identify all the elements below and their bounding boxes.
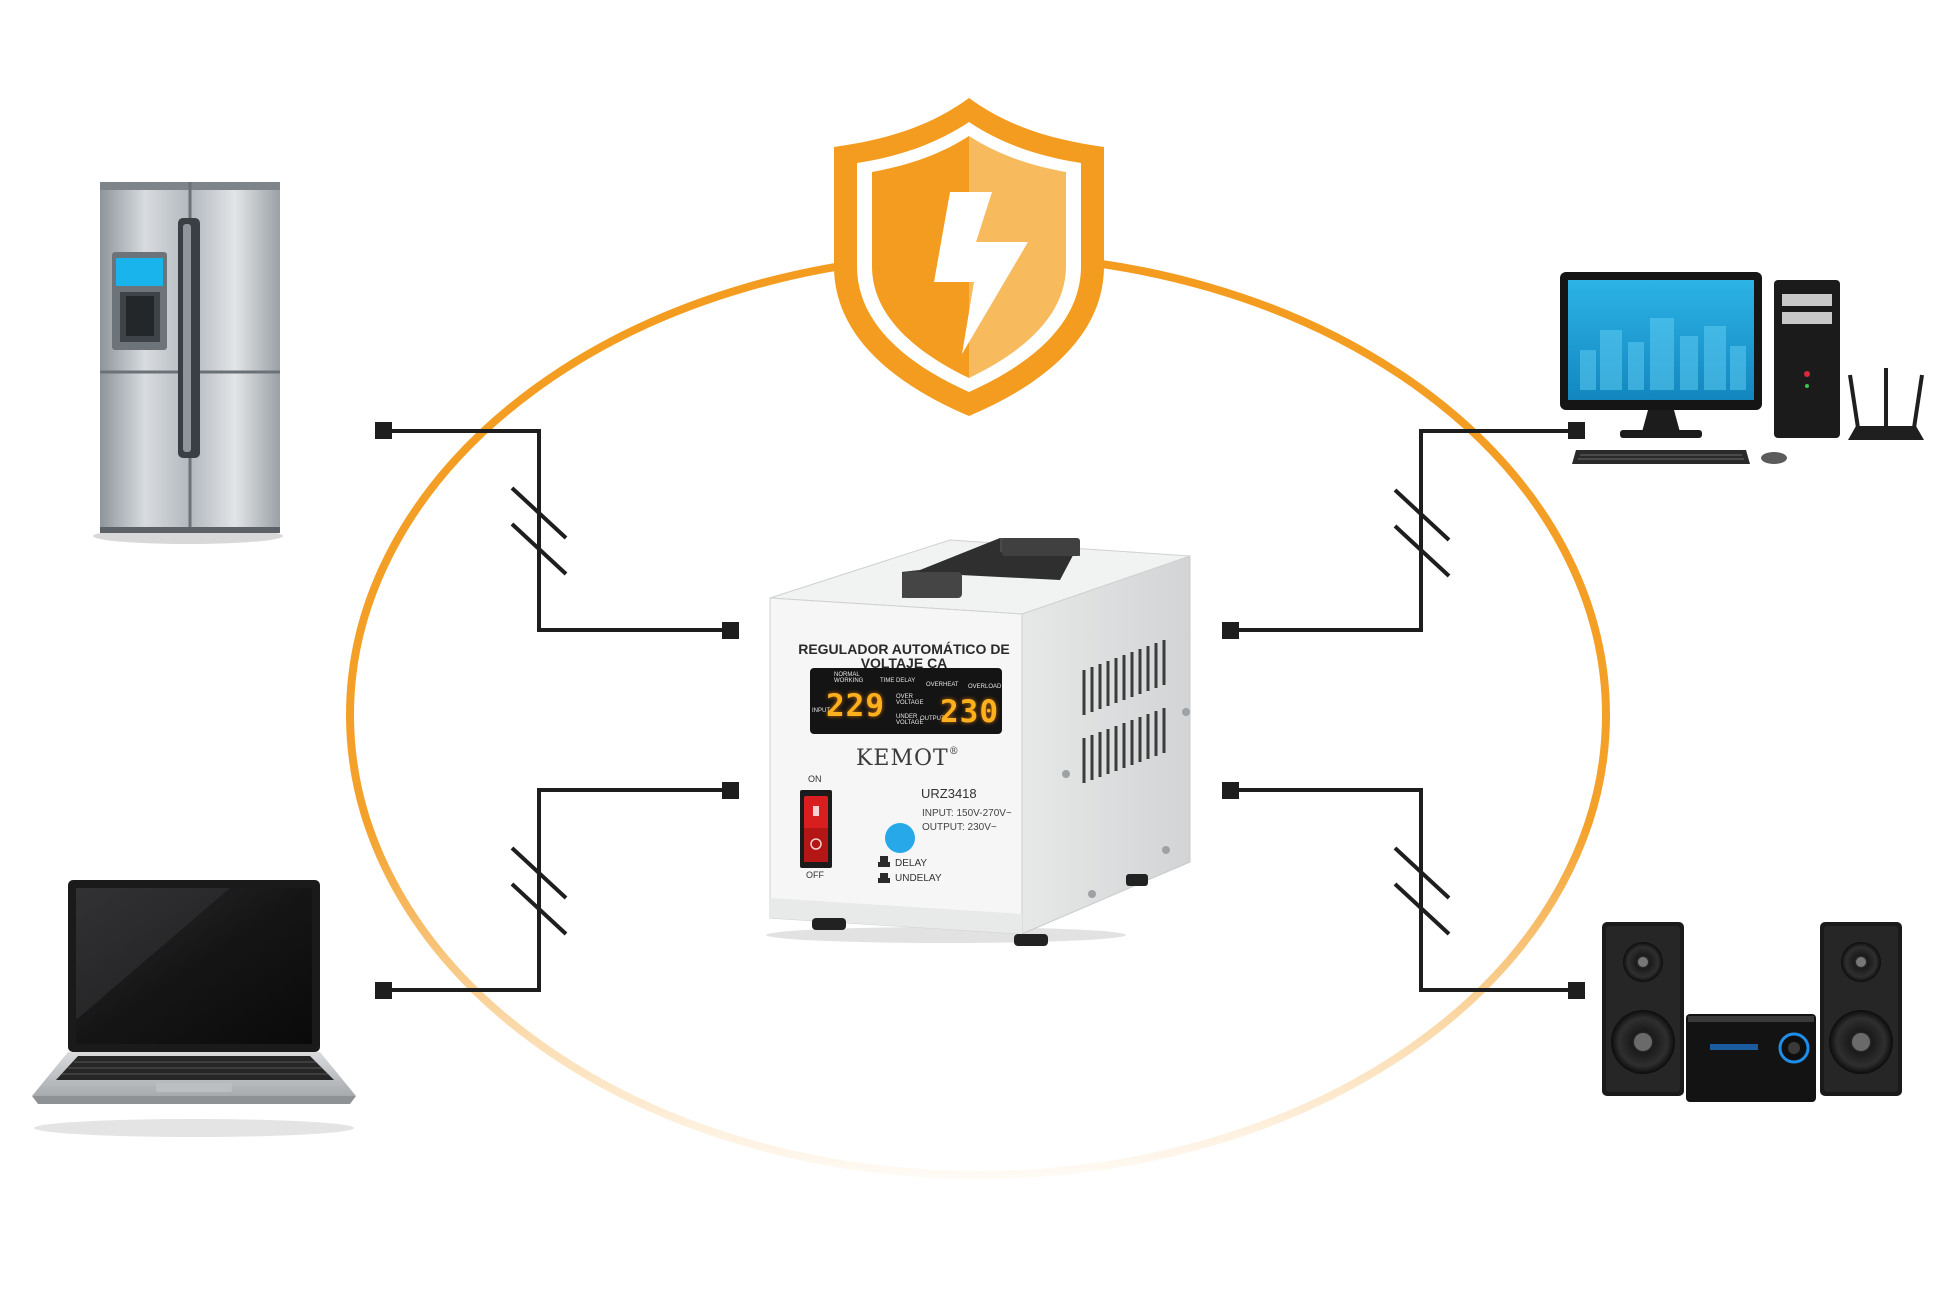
wire-terminal xyxy=(1568,422,1585,439)
laptop-icon xyxy=(32,880,356,1137)
wire-terminal xyxy=(722,622,739,639)
wire-laptop xyxy=(384,788,730,992)
undelay-label: UNDELAY xyxy=(895,873,942,884)
wire-refrigerator xyxy=(384,429,730,632)
brand-name: KEMOT xyxy=(856,746,949,771)
output-display-label: OUTPUT xyxy=(920,716,945,722)
output-voltage-display: 230 xyxy=(940,694,999,730)
input-display-label: INPUT xyxy=(812,708,830,714)
switch-on-label: ON xyxy=(808,774,822,784)
delay-label: DELAY xyxy=(895,858,928,869)
brand-registered: ® xyxy=(948,746,960,757)
wire-terminal xyxy=(722,782,739,799)
voltage-regulator-icon xyxy=(766,538,1191,946)
refrigerator-icon xyxy=(93,182,283,544)
indicator-normal-label: NORMAL WORKING xyxy=(834,672,864,684)
lightning-shield-icon xyxy=(834,98,1104,416)
wire-terminal xyxy=(375,982,392,999)
brand-logo: KEMOT® xyxy=(856,746,960,771)
delay-button-icon xyxy=(885,823,915,853)
wire-stereo xyxy=(1232,788,1577,992)
regulator-title-line1: REGULADOR AUTOMÁTICO DE xyxy=(798,641,1010,657)
regulator-title-line2: VOLTAJE CA xyxy=(860,655,948,671)
indicator-delay-label: TIME DELAY xyxy=(880,678,916,684)
wire-terminal xyxy=(1568,982,1585,999)
wire-terminal xyxy=(1222,782,1239,799)
desktop-computer-icon xyxy=(1560,272,1924,464)
indicator-over-label: OVER VOLTAGE xyxy=(896,694,924,706)
indicator-under-label: UNDER VOLTAGE xyxy=(896,714,924,726)
wire-terminal xyxy=(1222,622,1239,639)
input-voltage-display: 229 xyxy=(826,688,885,724)
switch-off-label: OFF xyxy=(806,870,824,880)
output-spec: OUTPUT: 230V~ xyxy=(922,822,997,833)
wire-desktop xyxy=(1232,429,1577,632)
input-spec: INPUT: 150V-270V~ xyxy=(922,808,1012,819)
indicator-overheat-label: OVERHEAT xyxy=(926,682,959,688)
model-number: URZ3418 xyxy=(921,786,977,801)
indicator-overload-label: OVERLOAD xyxy=(968,684,1002,690)
stereo-system-icon xyxy=(1602,922,1902,1102)
wire-terminal xyxy=(375,422,392,439)
